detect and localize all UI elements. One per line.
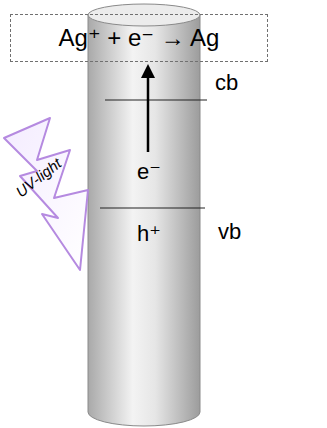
band-edge-line	[105, 99, 207, 100]
band-label: e⁻	[137, 160, 161, 184]
cylinder-top	[88, 4, 200, 26]
reaction-equation: Ag⁺ + e⁻ → Ag	[59, 25, 220, 51]
band-label: h⁺	[137, 222, 161, 246]
band-label: cb	[215, 71, 238, 95]
lightning-bolt	[4, 118, 88, 270]
excitation-arrow	[147, 76, 150, 152]
band-label: vb	[218, 220, 241, 244]
cylinder-body	[88, 15, 200, 426]
reaction-box: Ag⁺ + e⁻ → Ag	[10, 14, 268, 62]
arrow-head	[141, 64, 155, 78]
band-edge-line	[100, 207, 205, 208]
